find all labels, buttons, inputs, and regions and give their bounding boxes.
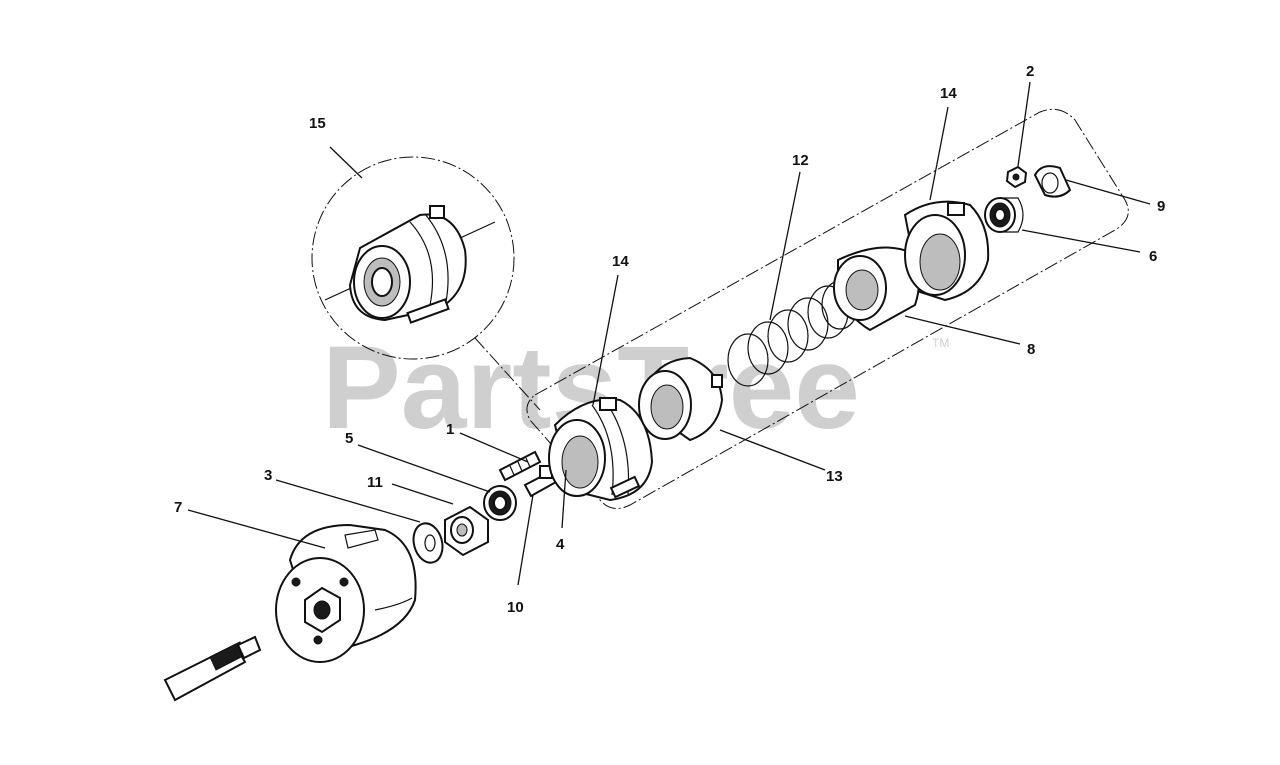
callout-10: 10 [507, 599, 524, 616]
part-2-nut [1005, 165, 1028, 189]
watermark-trademark: TM [932, 336, 949, 350]
part-7-hub [275, 523, 417, 663]
callout-9: 9 [1157, 198, 1165, 215]
part-13-cup [638, 356, 724, 442]
callout-2: 2 [1026, 63, 1034, 80]
callout-13: 13 [826, 468, 843, 485]
part-8-cone [833, 246, 920, 332]
part-6-bearing [984, 197, 1024, 233]
part-5-bearing [483, 485, 517, 521]
leader-lines [187, 81, 1151, 586]
part-1-bolt [498, 450, 542, 482]
callout-5: 5 [345, 430, 353, 447]
callout-3: 3 [264, 467, 272, 484]
callout-14-lower: 14 [612, 253, 629, 270]
part-9-clip [1033, 165, 1072, 198]
assembly-boundary [526, 108, 1129, 510]
callout-8: 8 [1027, 341, 1035, 358]
part-14-housing-lower [548, 397, 654, 502]
callout-14-upper: 14 [940, 85, 957, 102]
part-11-nut [444, 505, 489, 557]
callout-1: 1 [446, 421, 454, 438]
part-14-housing-upper [903, 200, 990, 302]
callout-11: 11 [367, 474, 383, 491]
callout-12: 12 [792, 152, 809, 169]
callout-7: 7 [174, 499, 182, 516]
callout-6: 6 [1149, 248, 1157, 265]
callout-4: 4 [556, 536, 565, 553]
part-15-assembled-unit [348, 205, 467, 324]
drive-shaft [163, 635, 262, 702]
callout-15: 15 [309, 115, 326, 132]
part-3-washer [412, 522, 444, 564]
